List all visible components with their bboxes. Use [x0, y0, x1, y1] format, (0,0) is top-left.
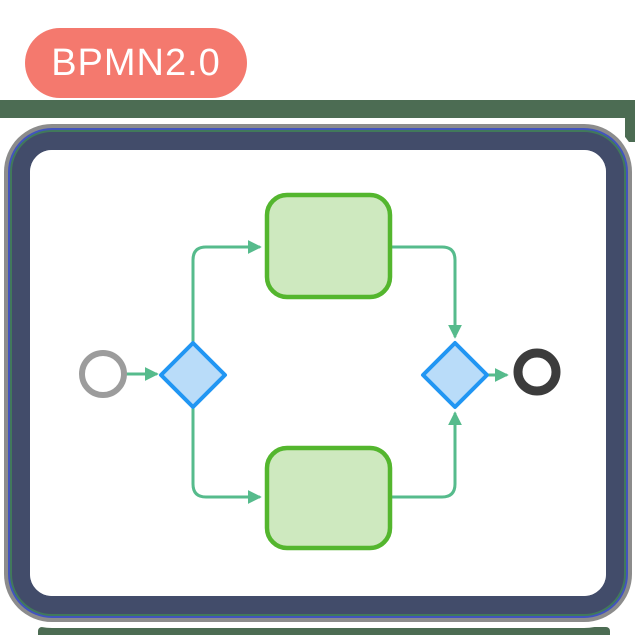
background-sliver-right: [632, 425, 635, 450]
join-gateway-node: [421, 341, 489, 409]
split-gateway-node: [159, 341, 227, 409]
task-top-node: [264, 192, 393, 300]
background-band-top-right-tail: [625, 112, 635, 142]
flow-task-top-to-join: [388, 245, 462, 339]
flow-split-to-task-top: [191, 240, 262, 343]
tablet-screen: [30, 150, 606, 596]
bpmn-badge: BPMN2.0: [25, 28, 247, 98]
bpmn-badge-label: BPMN2.0: [51, 41, 221, 84]
start-event-node: [79, 350, 127, 398]
end-event-node: [513, 348, 561, 396]
background-band-top: [0, 100, 635, 118]
tablet-frame: [12, 132, 624, 614]
background-band-bottom: [38, 627, 610, 635]
flow-task-bottom-to-join: [388, 411, 462, 499]
bpmn-diagram: [79, 192, 561, 551]
flow-split-to-task-bottom: [191, 407, 262, 504]
task-bottom-node: [264, 445, 393, 551]
